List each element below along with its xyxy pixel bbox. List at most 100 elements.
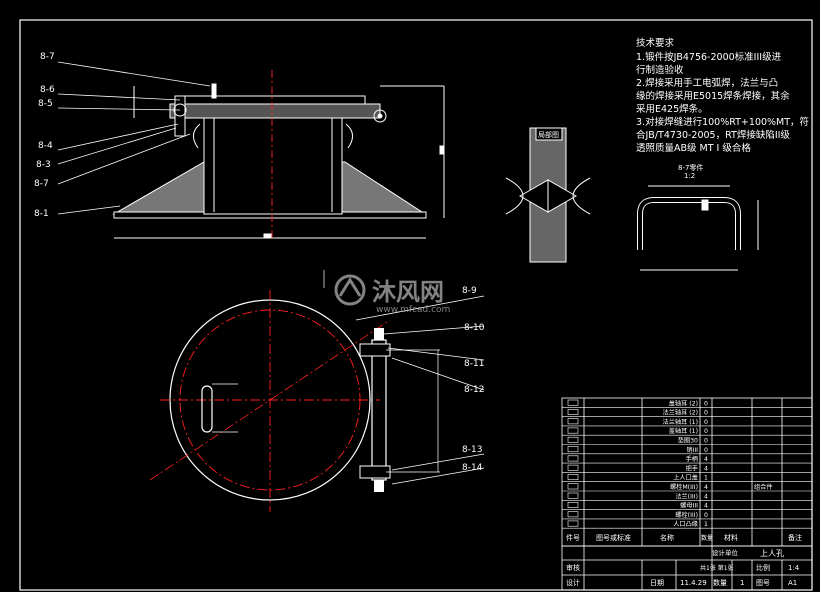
callout-label: 8-5 (38, 99, 53, 109)
bom-row-name: 螺栓M(III) (670, 483, 698, 491)
bom-row-qty: 1 (704, 475, 708, 482)
tech-line: 缘的焊接采用E5015焊条焊接，其余 (636, 90, 790, 102)
scale-label: 比例 (756, 563, 770, 572)
watermark-logo-icon (334, 274, 366, 306)
bom-row-qty: 4 (704, 465, 708, 472)
bom-row-seq-box (567, 436, 579, 443)
bom-row-qty: 0 (704, 428, 708, 435)
bom-header-drawing-no: 图号或标准 (596, 533, 631, 542)
bom-row-qty: 4 (704, 503, 708, 510)
watermark-url: www.mfcad.com (376, 305, 450, 315)
sheet-value: A1 (788, 579, 797, 587)
plan-leaders (355, 295, 485, 485)
callout-label: 8-1 (34, 209, 49, 219)
bom-row-seq-box (567, 464, 579, 471)
watermark-brand: 沐风网 (372, 278, 444, 306)
callout-label: 8-3 (36, 160, 51, 170)
bom-row-name: 法兰轴耳 (2) (663, 409, 698, 417)
elevation-callouts: 8-7 8-6 8-5 8-4 8-3 8-7 8-1 (34, 52, 55, 219)
neck-cylinder (203, 117, 343, 215)
bom-row-material: 组合件 (754, 483, 773, 491)
bom-row-seq-box (567, 418, 579, 425)
bom-row-seq-box (567, 501, 579, 508)
handle-detail (637, 185, 759, 271)
bom-row-qty: 0 (704, 438, 708, 445)
bom-row-name: 螺栓(III) (675, 511, 698, 519)
plan-view (149, 270, 440, 512)
bom-header-qty: 数量 (701, 534, 713, 542)
title-block-text: 件号 图号或标准 名称 数量 材料 备注 设计单位 上人孔 审核 共1张 第1张… (566, 533, 802, 587)
callout-label: 8-7 (34, 179, 49, 189)
bom-row-qty: 4 (704, 456, 708, 463)
bom-row-seq-box (567, 408, 579, 415)
bom-row-seq-box (567, 474, 579, 480)
bom-row-name: 盖轴耳 (2) (669, 399, 698, 407)
bom-header-remark: 备注 (788, 533, 802, 542)
callout-label: 8-7 (40, 52, 55, 62)
tech-requirements: 技术要求 1.锻件按JB4756-2000标准III级进 行制造验收 2.焊接采… (636, 37, 809, 154)
bom-row-qty: 0 (704, 512, 708, 519)
bom-row-name: 法兰轴耳 (1) (663, 418, 698, 426)
bom-row-seq-box (567, 399, 579, 406)
sheet-label: 图号 (756, 579, 770, 587)
bom-row-qty: 4 (704, 484, 708, 491)
bom-row-name: 销III (686, 446, 698, 454)
tech-line: 1.锻件按JB4756-2000标准III级进 (636, 51, 782, 63)
design-label: 设计 (566, 578, 580, 587)
bom-row-seq-box (567, 520, 579, 527)
flange (169, 103, 381, 119)
bom-row-name: 垫圈30 (678, 437, 698, 445)
tech-title: 技术要求 (636, 37, 675, 49)
date-value: 11.4.29 (680, 579, 707, 587)
callout-label: 8-6 (40, 85, 55, 95)
detail-label: 8-7零件 (678, 163, 703, 172)
bom-header-seq: 件号 (566, 533, 580, 542)
tech-line: 合JB/T4730-2005，RT焊接缺陷II级 (636, 129, 790, 141)
bom-row-name: 盖轴耳 (1) (669, 427, 698, 435)
bom-row-seq-box (567, 427, 579, 434)
bom-row-name: 上人口盖 (673, 474, 698, 482)
tech-line: 2.焊接采用手工电弧焊，法兰与凸 (636, 77, 778, 89)
bom-row-seq-box (567, 511, 579, 518)
callout-label: 8-13 (462, 445, 482, 455)
callout-label: 8-10 (464, 323, 485, 333)
weld-detail (505, 127, 591, 263)
bom-row-name: 把手 (686, 464, 698, 472)
detail-scale: 1:2 (684, 172, 695, 180)
bom-row-name: 手柄 (686, 455, 698, 463)
bom-row-qty: 0 (704, 410, 708, 417)
bom-row-qty: 0 (704, 447, 708, 454)
bom-header-material: 材料 (724, 533, 738, 542)
drawing-border (19, 19, 813, 591)
detail-label: 局部图 (538, 130, 559, 139)
drawing-title: 上人孔 (760, 549, 784, 558)
bom-row-name: 人口凸缘 (673, 520, 698, 528)
watermark: 沐风网 www.mfcad.com (334, 274, 450, 315)
bom-row-qty: 4 (704, 493, 708, 500)
date-label: 日期 (650, 579, 664, 587)
design-unit: 设计单位 (712, 548, 739, 557)
tech-line: 透照质量AB级 MT I 级合格 (636, 142, 751, 154)
hinge-pin (373, 109, 387, 123)
weight-label: 共1张 第1张 (700, 564, 734, 572)
callout-label: 8-14 (462, 463, 483, 473)
elevation-leaders (57, 61, 211, 215)
callout-label: 8-9 (462, 286, 477, 296)
plan-callouts: 8-9 8-10 8-11 8-12 8-13 8-14 (462, 286, 485, 473)
bom-row-qty: 0 (704, 419, 708, 426)
bom-header-name: 名称 (660, 533, 674, 542)
bom-row-seq-box (567, 492, 579, 499)
title-block (561, 545, 813, 591)
callout-label: 8-12 (464, 385, 484, 395)
qty-label: 数量 (713, 578, 727, 587)
bom-row-name: 法兰(III) (675, 492, 698, 500)
bom-row-name: 螺母III (680, 502, 698, 510)
hinge-bar (371, 339, 387, 481)
tech-line: 行制造验收 (636, 64, 684, 76)
bom-row-seq-box (567, 455, 579, 462)
elevation-view (112, 83, 445, 239)
bom-row-seq-box (567, 483, 579, 490)
tech-line: 3.对接焊缝进行100%RT+100%MT，符 (636, 116, 809, 128)
